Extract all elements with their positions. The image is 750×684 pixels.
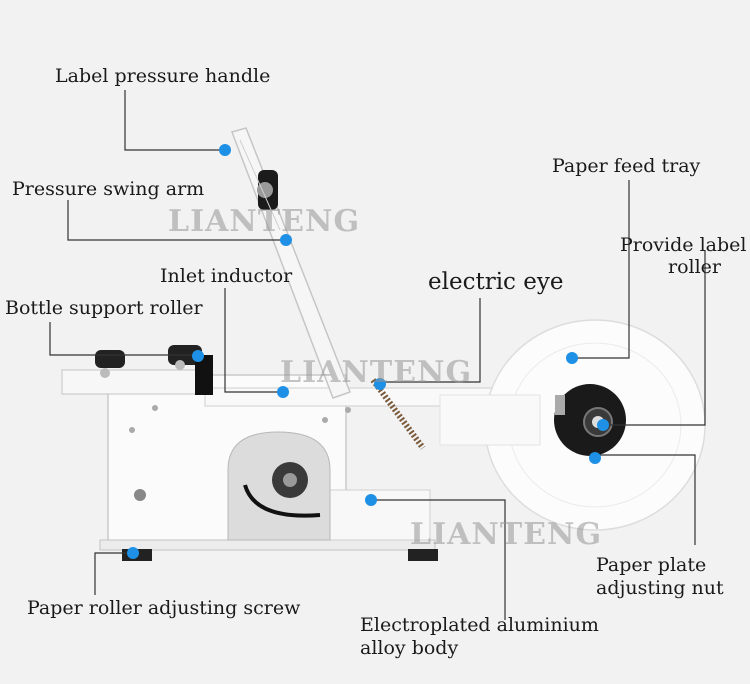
- label-electric-eye: electric eye: [428, 269, 564, 295]
- label-alloy-body-line2: alloy body: [360, 637, 459, 659]
- label-paper-plate-nut-line2: adjusting nut: [596, 577, 724, 599]
- watermark-1: LIANTENG: [168, 204, 361, 239]
- leader-lines: [49, 90, 706, 620]
- label-paper-feed-tray: Paper feed tray: [552, 155, 701, 177]
- marker-provide-label-roller: [597, 419, 609, 431]
- marker-inlet-inductor: [277, 386, 289, 398]
- label-bottle-support-roller: Bottle support roller: [5, 297, 203, 319]
- callout-markers: [127, 144, 609, 559]
- label-paper-roller-screw: Paper roller adjusting screw: [27, 597, 301, 619]
- marker-paper-roller-screw: [127, 547, 139, 559]
- marker-paper-feed-tray: [566, 352, 578, 364]
- label-inlet-inductor: Inlet inductor: [160, 265, 293, 287]
- label-pressure-handle: Label pressure handle: [55, 65, 271, 87]
- marker-pressure-swing-arm: [280, 234, 292, 246]
- marker-bottle-support-roller: [192, 350, 204, 362]
- watermark-3: LIANTENG: [410, 517, 603, 552]
- label-alloy-body-line1: Electroplated aluminium: [360, 614, 599, 636]
- marker-label-pressure-handle: [219, 144, 231, 156]
- pressure-arm: [231, 127, 351, 399]
- marker-alloy-body: [365, 494, 377, 506]
- label-paper-plate-nut-line1: Paper plate: [596, 554, 707, 576]
- marker-electric-eye: [374, 378, 386, 390]
- label-pressure-swing-arm: Pressure swing arm: [12, 178, 205, 200]
- label-roll-disc: [439, 319, 706, 531]
- marker-paper-plate-nut: [589, 452, 601, 464]
- label-provide-label-roller-line2: roller: [668, 256, 722, 278]
- label-provide-label-roller-line1: Provide label: [620, 234, 747, 256]
- roller-window: [227, 431, 331, 541]
- watermark-2: LIANTENG: [280, 355, 473, 390]
